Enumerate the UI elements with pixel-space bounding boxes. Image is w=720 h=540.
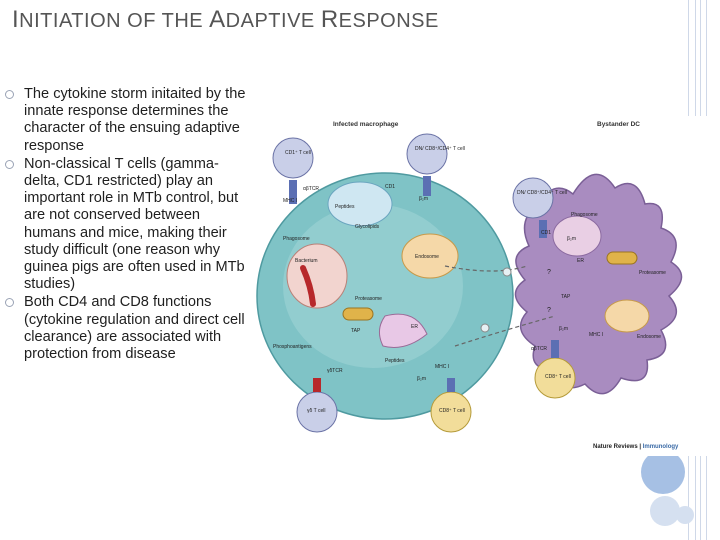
label-peptides-2: Peptides bbox=[385, 358, 405, 364]
label-abtcr-right: αβTCR bbox=[531, 346, 547, 352]
label-b2m-right-2: β₂m bbox=[559, 326, 568, 332]
label-abtcr: αβTCR bbox=[303, 186, 319, 192]
label-gd-tcell: γδ T cell bbox=[307, 408, 326, 414]
label-proteasome-right: Proteasome bbox=[639, 270, 666, 276]
bullet-item: Non-classical T cells (gamma-delta, CD1 … bbox=[4, 156, 252, 294]
t-cell-icon bbox=[272, 137, 314, 179]
bullet-icon bbox=[5, 159, 14, 169]
slide-title: INITIATION OF THE ADAPTIVE RESPONSE bbox=[12, 6, 439, 33]
t-cell-icon bbox=[512, 177, 554, 219]
label-mhc1-b: MHC I bbox=[435, 364, 449, 370]
bullet-icon bbox=[5, 90, 14, 99]
proteasome-icon bbox=[342, 307, 374, 321]
decor-circle-icon bbox=[650, 496, 680, 526]
label-tap-right: TAP bbox=[561, 294, 571, 300]
mtb-antigen-presentation-figure: Infected macrophage Bystander DC CD1⁺ T … bbox=[255, 116, 711, 456]
endosome-icon bbox=[401, 233, 459, 279]
label-question-2: ? bbox=[547, 307, 551, 314]
label-glycolipids: Glycolipids bbox=[355, 224, 380, 230]
label-er: ER bbox=[411, 324, 418, 330]
label-tap: TAP bbox=[351, 328, 361, 334]
bullet-icon bbox=[5, 298, 14, 308]
label-cd8-tcell: CD8⁺ T cell bbox=[439, 408, 465, 414]
decor-circle-icon bbox=[641, 450, 685, 494]
label-bacterium: Bacterium bbox=[295, 258, 318, 264]
bullet-item: Both CD4 and CD8 functions (cytokine reg… bbox=[4, 294, 252, 363]
right-panel-title: Bystander DC bbox=[597, 121, 640, 128]
label-b2m: β₂m bbox=[419, 196, 428, 202]
t-cell-icon bbox=[406, 133, 448, 175]
label-proteasome: Proteasome bbox=[355, 296, 382, 302]
label-dn-tcell: DN/ CD8⁺/CD4⁺ T cell bbox=[415, 146, 465, 152]
label-er-right: ER bbox=[577, 258, 584, 264]
er-icon bbox=[379, 313, 428, 348]
label-question-1: ? bbox=[547, 269, 551, 276]
decor-circle-icon bbox=[676, 506, 694, 524]
label-cd1: CD1 bbox=[385, 184, 395, 190]
label-mhc1-right: MHC I bbox=[589, 332, 603, 338]
phagosome-icon bbox=[286, 243, 348, 309]
label-cd1-tcell: CD1⁺ T cell bbox=[285, 150, 311, 156]
label-phagosome-right: Phagosome bbox=[571, 212, 598, 218]
label-cd8-tcell-right: CD8⁺ T cell bbox=[545, 374, 571, 380]
bullet-list: The cytokine storm initaited by the inna… bbox=[4, 86, 252, 364]
label-b2m-b: β₂m bbox=[417, 376, 426, 382]
figure-credit: Nature Reviews | Immunology bbox=[593, 444, 679, 450]
label-peptides: Peptides bbox=[335, 204, 355, 210]
label-endosome-right: Endosome bbox=[637, 334, 661, 340]
label-dn-tcell-right: DN/ CD8⁺/CD4⁺ T cell bbox=[517, 190, 567, 196]
label-endosome: Endosome bbox=[415, 254, 439, 260]
bacterium-icon bbox=[300, 265, 316, 307]
label-b2m-right: β₂m bbox=[567, 236, 576, 242]
label-mhc1: MHC I bbox=[283, 198, 297, 204]
label-cd1-right: CD1 bbox=[541, 230, 551, 236]
label-gdtcr: γδTCR bbox=[327, 368, 343, 374]
label-phosphoantigens: Phosphoantigens bbox=[273, 344, 312, 350]
label-phagosome: Phagosome bbox=[283, 236, 310, 242]
left-panel-title: Infected macrophage bbox=[333, 121, 399, 128]
bullet-item: The cytokine storm initaited by the inna… bbox=[4, 86, 252, 155]
glycolipid-vesicle-icon bbox=[327, 181, 393, 227]
